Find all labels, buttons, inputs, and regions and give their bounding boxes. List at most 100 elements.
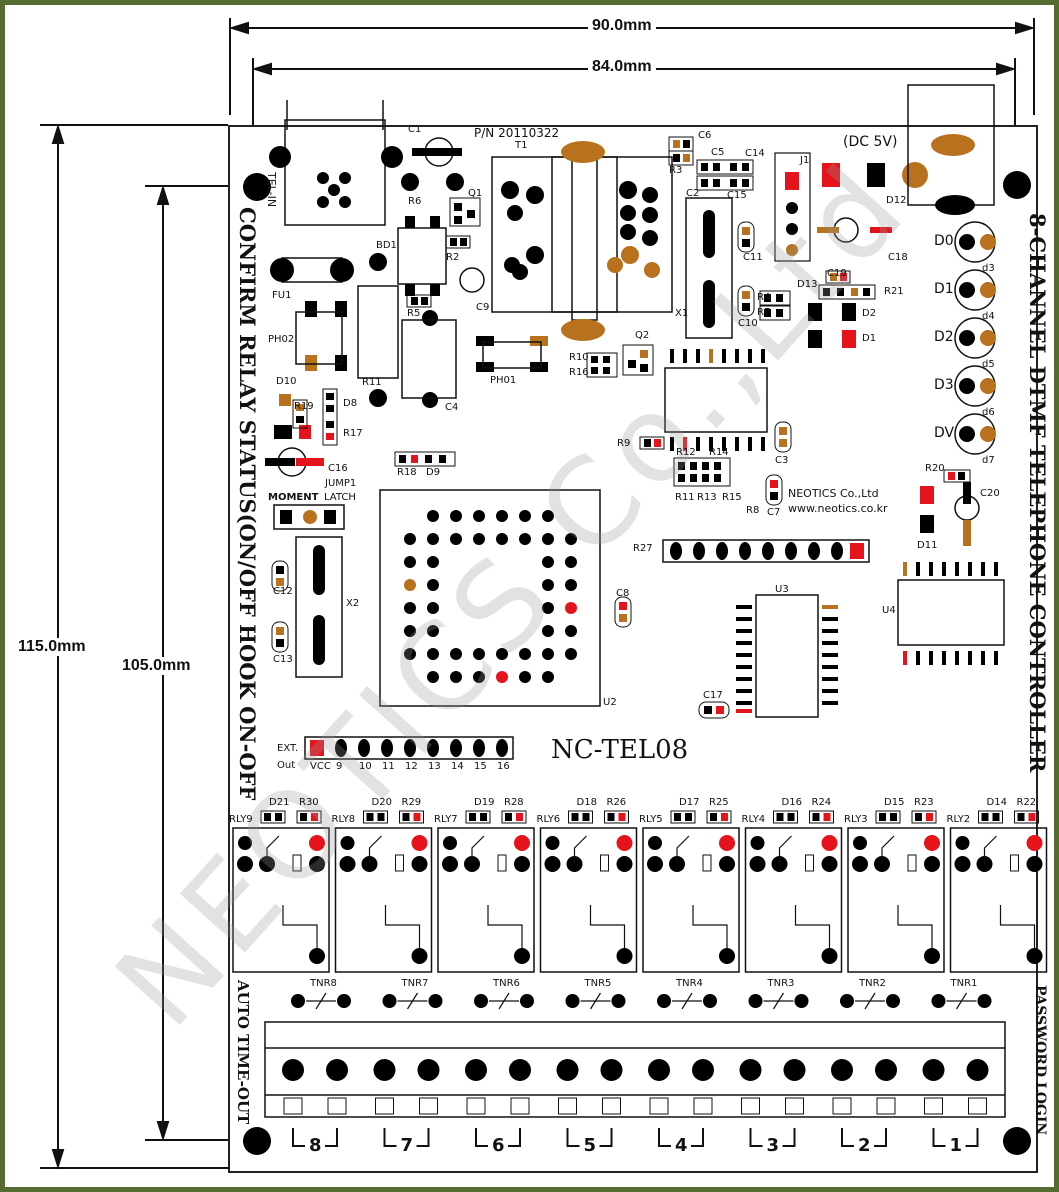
relay-pin-coil [924, 835, 940, 851]
pad [618, 813, 626, 821]
tnr-pin [611, 994, 626, 1008]
led-sub-d3: d3 [982, 263, 995, 274]
jumper-title: JUMP1 [325, 478, 357, 489]
tnr-mark [406, 992, 419, 1010]
component-d12: D12 [886, 195, 907, 206]
component-d8: D8 [343, 398, 358, 409]
terminal-slot [876, 1097, 896, 1115]
terminal-number-1: 1 [949, 1135, 963, 1156]
terminal-slot [510, 1097, 530, 1115]
tnr-mark [864, 992, 876, 1010]
led-label-d0: D0 [934, 233, 954, 249]
pad [685, 813, 692, 821]
component-r13: R13 [697, 492, 717, 503]
pad [926, 813, 933, 821]
pad [981, 813, 989, 821]
pad [469, 813, 476, 821]
component-d9: D9 [426, 467, 441, 478]
led-label-d3: D3 [934, 377, 954, 393]
pad [890, 813, 897, 821]
relay-pin [443, 836, 457, 850]
relay-pin [340, 836, 355, 850]
pad [1017, 813, 1025, 821]
terminal-slot [419, 1097, 438, 1115]
tnr-mark [498, 992, 510, 1010]
component-r6: R6 [408, 196, 422, 207]
terminal-slot [602, 1097, 621, 1115]
component-r21: R21 [884, 286, 904, 297]
relay-res-pad [706, 810, 732, 824]
relay-pin [954, 856, 971, 872]
relay-name-rly4: RLY4 [741, 814, 766, 825]
component-c3: C3 [775, 455, 789, 466]
relay-diode-pad [260, 810, 286, 824]
terminal-bracket [749, 1128, 763, 1147]
relay-name-rly8: RLY8 [331, 814, 356, 825]
relay-name-rly6: RLY6 [536, 814, 561, 825]
jumper-latch: LATCH [324, 492, 356, 503]
component-r17: R17 [343, 428, 363, 439]
component-c16: C16 [328, 463, 348, 474]
tnr-pin [931, 994, 946, 1008]
relay-pin [647, 856, 663, 872]
component-c2: C2 [686, 188, 700, 199]
relay-pin [750, 836, 765, 850]
relay-pin [924, 948, 940, 964]
relay-trace [692, 905, 728, 948]
relay-res-r25: R25 [709, 797, 729, 808]
pad [812, 813, 820, 821]
relay-body [539, 827, 638, 973]
pad [516, 813, 523, 821]
component-c17: C17 [703, 690, 723, 701]
tnr-label-tnr2: TNR2 [859, 978, 886, 989]
terminal-bracket [416, 1128, 430, 1147]
relay-pin [309, 948, 325, 964]
dim-height-outer: 115.0mm [14, 638, 90, 656]
component-r8: R8 [746, 505, 760, 516]
component-d13: D13 [797, 279, 818, 290]
pad [413, 813, 421, 821]
terminal-slot [693, 1097, 713, 1115]
component-r12: R12 [676, 447, 696, 458]
relay-res-pad [501, 810, 527, 824]
tnr-label-tnr4: TNR4 [676, 978, 703, 989]
relay-pin [514, 856, 530, 872]
tel-in-label: TEL-IN [265, 172, 278, 208]
relay-diode-d21: D21 [269, 797, 290, 808]
tnr-pin [474, 994, 488, 1008]
ext-pin-10: 10 [359, 761, 372, 772]
component-r15: R15 [722, 492, 742, 503]
relay-coil [702, 854, 712, 872]
relay-pin [852, 856, 868, 872]
terminal-bracket [566, 1128, 580, 1147]
component-d11: D11 [917, 540, 938, 551]
component-c10: C10 [738, 318, 758, 329]
relay-pin [821, 948, 838, 964]
relay-body [437, 827, 535, 973]
component-c13: C13 [273, 654, 293, 665]
terminal-slot [375, 1097, 394, 1115]
relay-body [744, 827, 843, 973]
tnr-label-tnr3: TNR3 [767, 978, 795, 989]
pad [776, 813, 784, 821]
tnr-label-tnr7: TNR7 [401, 978, 429, 989]
terminal-screw [875, 1059, 897, 1081]
tnr-pin [886, 994, 900, 1008]
relay-pin [411, 856, 428, 872]
component-r16: R16 [569, 367, 589, 378]
relay-body [949, 827, 1048, 973]
ext-pin-9: 9 [336, 761, 343, 772]
terminal-slot [968, 1097, 987, 1115]
relay-diode-pad [465, 810, 491, 824]
terminal-screw [739, 1059, 762, 1081]
relay-pin-coil [821, 835, 838, 851]
component-r14: R14 [709, 447, 729, 458]
pad [582, 813, 590, 821]
terminal-screw [465, 1059, 487, 1081]
component-r27: R27 [633, 543, 653, 554]
led-sub-d5: d5 [982, 359, 995, 370]
relay-res-pad [296, 810, 322, 824]
manufacturer: NEOTICS Co.,Ltd [788, 487, 879, 500]
component-c12: C12 [273, 586, 293, 597]
relay-diode-pad [568, 810, 593, 824]
